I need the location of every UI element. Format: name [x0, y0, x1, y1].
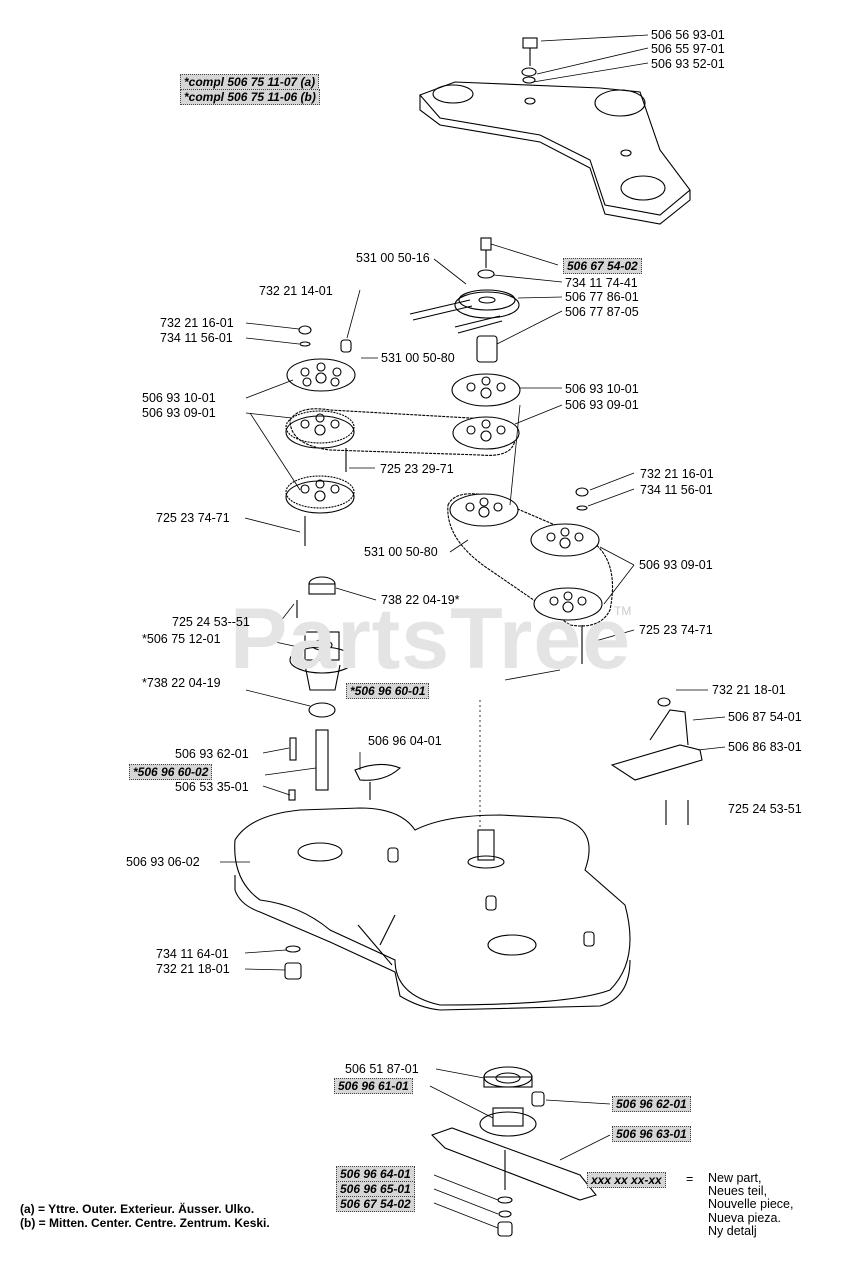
legend-line: Nouvelle piece,	[708, 1197, 794, 1212]
deck-nut	[284, 945, 302, 980]
part-label: 734 11 74-41	[565, 276, 638, 290]
part-label: 732 21 18-01	[156, 962, 230, 976]
part-label: 506 93 09-01	[142, 406, 216, 420]
part-label: 506 86 83-01	[728, 740, 802, 754]
part-label: 531 00 50-80	[381, 351, 455, 365]
blade-assembly	[430, 1066, 597, 1237]
watermark-trademark: TM	[614, 604, 632, 618]
legend-key-box: xxx xx xx-xx	[587, 1172, 666, 1188]
watermark: PartsTree	[230, 591, 632, 687]
part-label: 725 24 53--51	[172, 615, 250, 629]
part-label: 732 21 16-01	[160, 316, 234, 330]
legend-line: New part,	[708, 1171, 762, 1185]
part-label: 506 56 93-01	[651, 28, 725, 42]
part-label: 506 93 09-01	[639, 558, 713, 572]
compl-b-box: *compl 506 75 11-06 (b)	[180, 89, 320, 105]
part-label: 531 00 50-80	[364, 545, 438, 559]
part-label: 738 22 04-19*	[381, 593, 460, 607]
top-cover-plate	[419, 81, 691, 225]
part-box-506-96-63-01: 506 96 63-01	[612, 1126, 691, 1142]
part-label: 506 93 62-01	[175, 747, 249, 761]
note-b: (b) = Mitten. Center. Centre. Zentrum. K…	[20, 1216, 270, 1230]
part-box-506-67-54-02-top: 506 67 54-02	[563, 258, 642, 274]
part-box-506-96-61-01: 506 96 61-01	[334, 1078, 413, 1094]
part-box-506-96-60-02: *506 96 60-02	[129, 764, 213, 780]
legend-line: Ny detalj	[708, 1223, 757, 1238]
part-label: 506 93 10-01	[142, 391, 216, 405]
part-label: 732 21 18-01	[712, 683, 786, 697]
part-label: *506 75 12-01	[142, 632, 221, 646]
note-a: (a) = Yttre. Outer. Exterieur. Äusser. U…	[20, 1202, 255, 1216]
deck-housing	[234, 807, 631, 1011]
part-box-506-96-65-01: 506 96 65-01	[336, 1181, 415, 1197]
part-box-506-67-54-02-bottom: 506 67 54-02	[336, 1196, 415, 1212]
side-bracket	[610, 697, 703, 825]
part-label: 506 87 54-01	[728, 710, 802, 724]
right-gear-stack	[451, 373, 521, 450]
part-label: 531 00 50-16	[356, 251, 430, 265]
part-label: 725 24 53-51	[728, 802, 802, 816]
part-label: 734 11 56-01	[160, 331, 233, 345]
part-label: 734 11 56-01	[640, 483, 713, 497]
lower-belt-assembly	[447, 487, 613, 664]
part-label: 506 93 52-01	[651, 57, 725, 71]
part-box-506-96-60-01: *506 96 60-01	[346, 683, 430, 699]
left-gear-stack	[285, 325, 356, 546]
top-bolt	[521, 37, 538, 84]
part-box-506-96-62-01: 506 96 62-01	[612, 1096, 691, 1112]
part-label: 734 11 64-01	[156, 947, 229, 961]
part-label: 506 93 09-01	[565, 398, 639, 412]
part-label: 725 23 74-71	[639, 623, 713, 637]
part-label: 725 23 29-71	[380, 462, 454, 476]
part-label: 506 55 97-01	[651, 42, 725, 56]
leader-lines	[220, 34, 726, 1229]
legend-line: Neues teil,	[708, 1184, 768, 1199]
part-label: 506 51 87-01	[345, 1062, 419, 1076]
upper-pulley	[409, 237, 520, 363]
part-label: 506 93 10-01	[565, 382, 639, 396]
part-label: 506 77 87-05	[565, 305, 639, 319]
legend-equals: =	[686, 1172, 694, 1186]
part-label: 506 77 86-01	[565, 290, 639, 304]
part-label: 732 21 14-01	[259, 284, 333, 298]
part-label: 506 96 04-01	[368, 734, 442, 748]
part-label: 725 23 74-71	[156, 511, 230, 525]
legend-line: Nueva pieza.	[708, 1210, 781, 1225]
part-label: 506 53 35-01	[175, 780, 249, 794]
compl-a-box: *compl 506 75 11-07 (a)	[180, 74, 320, 90]
part-label: *738 22 04-19	[142, 676, 221, 690]
legend-text: New part, Neues teil, Nouvelle piece, Nu…	[708, 1171, 794, 1238]
part-box-506-96-64-01: 506 96 64-01	[336, 1166, 415, 1182]
part-label: 506 93 06-02	[126, 855, 200, 869]
part-label: 732 21 16-01	[640, 467, 714, 481]
